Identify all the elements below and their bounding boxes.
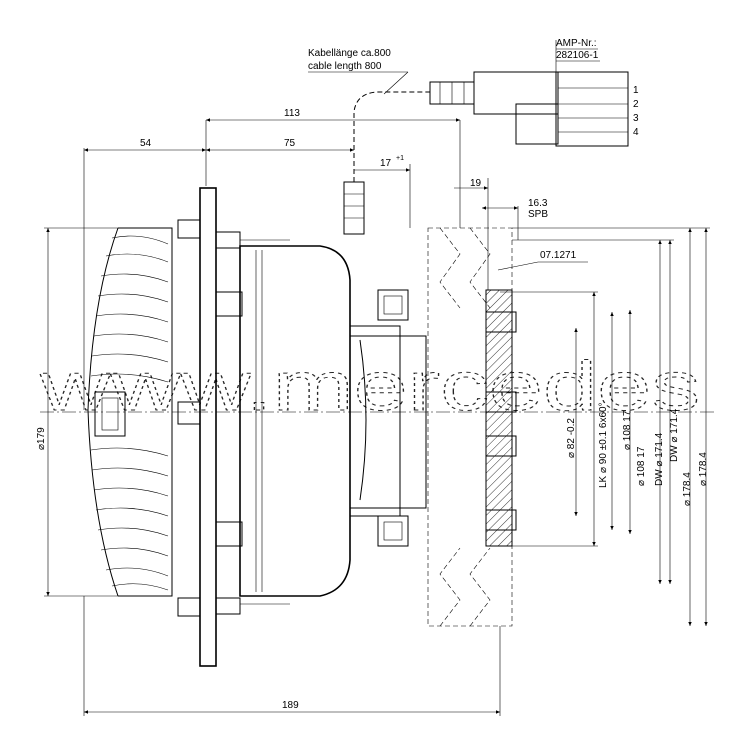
dim-17: 17: [380, 158, 392, 169]
dim-spb: SPB: [528, 209, 548, 220]
pin-2-label: 2: [633, 99, 639, 110]
dim-16-3: 16.3: [528, 198, 548, 209]
dim-d108-a: ⌀ 108 17: [622, 410, 633, 450]
dim-dw-d171-b: DW ⌀ 171.4: [669, 408, 680, 462]
cable-length-de: Kabellänge ca.800: [308, 48, 391, 59]
pin-1-label: 1: [633, 85, 639, 96]
cable-note: Kabellänge ca.800 cable length 800: [308, 48, 409, 95]
dim-d82: ⌀ 82 -0.2: [566, 418, 577, 458]
dim-75: 75: [284, 138, 296, 149]
left-dimension: ⌀179: [36, 227, 118, 597]
amp-label: AMP-Nr.: 282106-1: [556, 38, 600, 62]
bottom-dimension: 189: [83, 596, 501, 716]
part-reference: 07.1271: [540, 250, 577, 261]
dim-19: 19: [470, 178, 482, 189]
watermark: www.mercedes: [39, 347, 700, 425]
dim-17-tolerance: +1: [396, 155, 404, 162]
clutch-housing: [239, 245, 427, 597]
dim-dw-d171-a: DW ⌀ 171.4: [654, 432, 665, 486]
dim-d108-b: ⌀ 108 17: [636, 446, 647, 486]
fan-wheel: [87, 227, 173, 597]
flange-plate: [177, 187, 290, 667]
cable-and-connector: 1 2 3 4: [343, 40, 639, 235]
pin-3-label: 3: [633, 113, 639, 124]
dim-d178-b: ⌀ 178.4: [698, 452, 709, 486]
pulley: [427, 227, 517, 627]
right-dimensions: ⌀ 82 -0.2 LK ⌀ 90 ±0.1 6x60° ⌀ 108 17 ⌀ …: [500, 227, 710, 626]
amp-number-label: AMP-Nr.:: [556, 38, 597, 49]
dim-54: 54: [140, 138, 152, 149]
pin-4-label: 4: [633, 127, 639, 138]
dim-lk-d90: LK ⌀ 90 ±0.1 6x60°: [598, 402, 609, 488]
top-dimensions: 113 54 75 17 +1 19 16.3 SPB 07.1271: [83, 108, 588, 410]
amp-part-number: 282106-1: [556, 50, 599, 61]
cable-length-en: cable length 800: [308, 61, 382, 72]
dim-179: ⌀179: [36, 427, 47, 450]
dim-189: 189: [282, 700, 299, 711]
dim-d178-a: ⌀ 178.4: [682, 472, 693, 506]
dim-113: 113: [284, 108, 300, 119]
